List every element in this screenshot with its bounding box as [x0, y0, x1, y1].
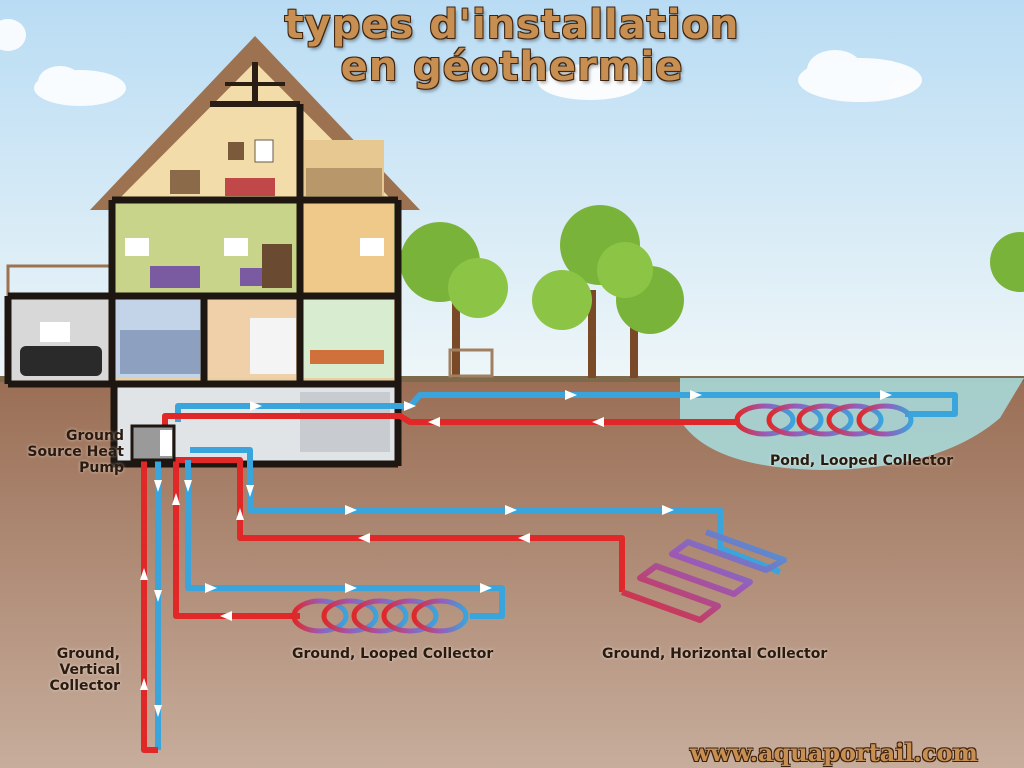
heat-pump-panel: [160, 430, 172, 456]
pipe-looped-return: [173, 460, 300, 619]
pipes: [141, 392, 958, 753]
pipe-vertical-return: [141, 456, 158, 753]
label-ground-horizontal: Ground, Horizontal Collector: [602, 646, 828, 662]
pipe-pond-return: [162, 413, 740, 432]
trees: [400, 205, 1024, 378]
pipe-horizontal-return: [174, 457, 625, 592]
horizontal-serpentine: [620, 529, 787, 623]
watermark-url: www.aquaportail.com: [690, 738, 978, 767]
pipe-looped-supply: [185, 460, 505, 619]
house: [4, 36, 420, 468]
pond-coil: [734, 403, 914, 437]
label-ground-vertical: Ground, Vertical Collector: [49, 646, 121, 694]
flow-arrows: [140, 390, 892, 717]
label-pond-collector: Pond, Looped Collector: [770, 453, 954, 469]
ground-loop-coil: [291, 598, 469, 634]
title-line-1: types d'installation: [284, 2, 740, 48]
label-ground-looped: Ground, Looped Collector: [292, 646, 494, 662]
pipe-pond-supply: [175, 392, 958, 422]
pipe-horizontal-supply: [190, 447, 782, 575]
clouds: [0, 19, 922, 106]
title-line-2: en géothermie: [340, 44, 684, 90]
ground-surface: [0, 376, 1024, 382]
label-heat-pump: Ground Source Heat Pump: [27, 428, 124, 476]
